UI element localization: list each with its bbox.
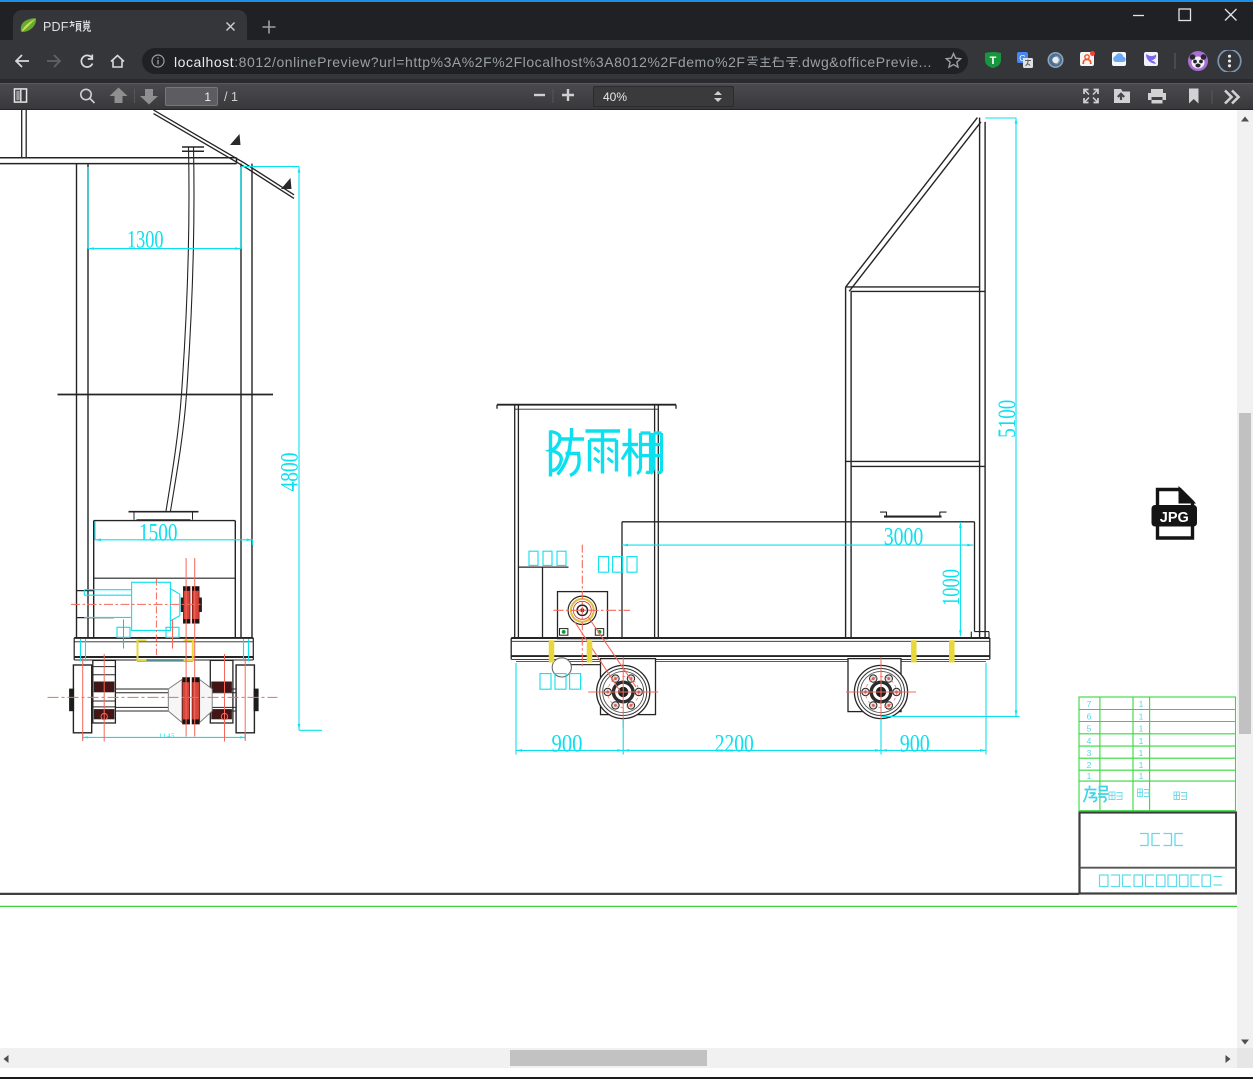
svg-text:1: 1	[1139, 760, 1144, 770]
svg-text:6: 6	[1087, 711, 1092, 721]
svg-text:5: 5	[1087, 724, 1092, 734]
svg-text:3: 3	[1087, 748, 1092, 758]
svg-text:1500: 1500	[139, 519, 178, 546]
svg-text:1: 1	[1139, 771, 1144, 781]
svg-text:2200: 2200	[715, 730, 754, 757]
svg-text:1145: 1145	[159, 733, 175, 740]
svg-text:5100: 5100	[994, 400, 1021, 438]
svg-text:7: 7	[1087, 699, 1092, 709]
svg-text:1: 1	[1087, 771, 1092, 781]
svg-text:1: 1	[1139, 711, 1144, 721]
svg-text:G: G	[1019, 53, 1026, 63]
svg-text:2: 2	[1087, 760, 1092, 770]
svg-text:1: 1	[1139, 724, 1144, 734]
svg-text:4800: 4800	[277, 453, 304, 492]
svg-text:1: 1	[1139, 699, 1144, 709]
svg-text:4: 4	[1087, 736, 1092, 746]
svg-text:T: T	[990, 55, 997, 67]
svg-text:1: 1	[1139, 748, 1144, 758]
svg-text:1000: 1000	[938, 569, 965, 606]
svg-text:1300: 1300	[127, 227, 164, 254]
svg-text:3000: 3000	[884, 523, 924, 550]
svg-text:900: 900	[552, 730, 583, 757]
svg-text:JPG: JPG	[1160, 510, 1189, 526]
svg-text:900: 900	[900, 730, 930, 757]
svg-text:1: 1	[1139, 736, 1144, 746]
